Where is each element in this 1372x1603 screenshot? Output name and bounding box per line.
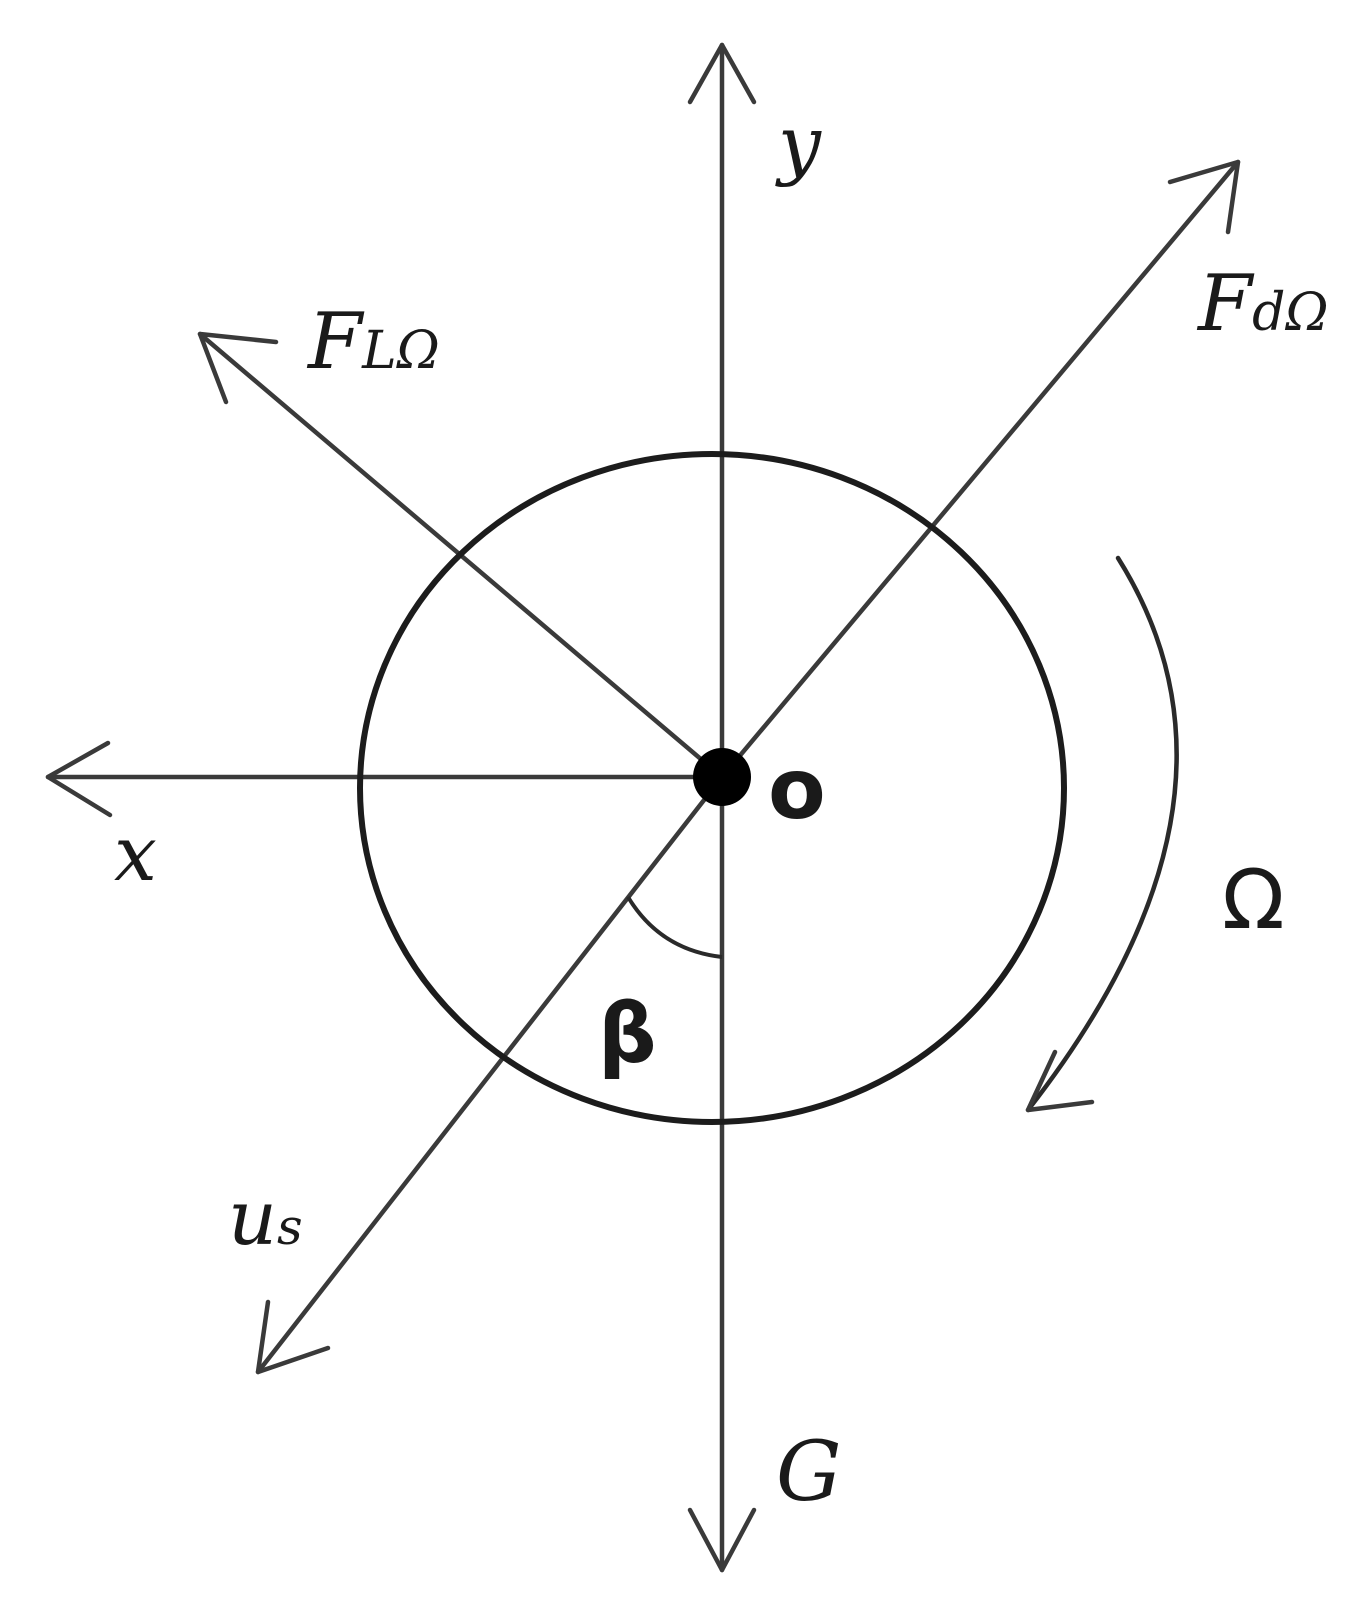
beta-angle-arc: [626, 895, 723, 959]
x-axis-arrow-icon: [45, 740, 113, 818]
gravity-label: G: [776, 1425, 842, 1520]
rotation-label: Ω: [1222, 853, 1285, 948]
beta-angle-label: β: [598, 987, 657, 1082]
x-axis-label: x: [114, 809, 157, 898]
origin-dot: [693, 748, 751, 806]
gravity-arrow-icon: [687, 1507, 757, 1573]
drag-force-line: [719, 159, 1241, 780]
drag-force-label: FdΩ: [1196, 259, 1329, 349]
rotation-arrow-icon: [1025, 1049, 1095, 1113]
velocity-line: [255, 774, 725, 1375]
velocity-arrow-icon: [255, 1299, 331, 1375]
y-axis-label: y: [775, 99, 822, 188]
rotation-arc: [1025, 555, 1179, 1113]
drag-force-arrow-icon: [1167, 159, 1241, 235]
lift-force-arrow-icon: [197, 331, 279, 405]
velocity-label: us: [228, 1173, 303, 1262]
particle-circle: [357, 451, 1067, 1125]
origin-label: o: [768, 740, 826, 838]
lift-force-label: FLΩ: [306, 297, 440, 387]
y-axis-arrow-icon: [687, 42, 757, 105]
